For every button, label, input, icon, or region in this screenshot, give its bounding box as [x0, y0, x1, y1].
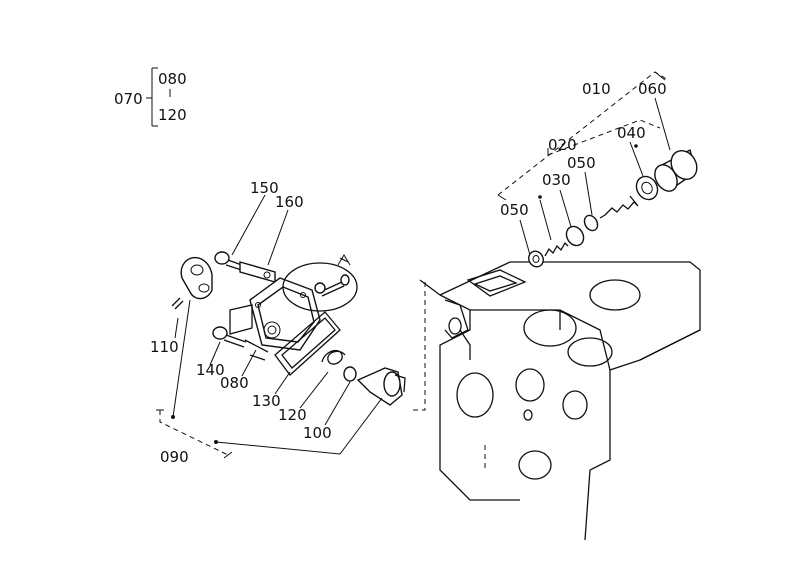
leader-block — [410, 282, 426, 411]
label-110: 110 — [150, 338, 179, 356]
leader-080 — [241, 349, 257, 377]
legend-070-group: 070 080 120 — [114, 67, 187, 127]
leader-160 — [267, 209, 289, 266]
ring-100 — [343, 366, 357, 382]
leader-090-lever — [172, 299, 191, 418]
pin-110 — [171, 297, 184, 310]
washer-050-left — [528, 250, 544, 268]
label-070-080: 080 — [158, 70, 187, 88]
label-120: 120 — [278, 406, 307, 424]
lever-110 — [180, 257, 213, 300]
leader-block-top — [419, 279, 441, 296]
shaft-090 — [356, 367, 406, 406]
label-100: 100 — [303, 424, 332, 442]
governor-cover-assembly: 150 160 110 — [150, 179, 406, 466]
label-090: 090 — [160, 448, 189, 466]
cylinder-head-block — [439, 261, 701, 541]
label-010: 010 — [582, 80, 611, 98]
leader-140 — [209, 341, 221, 366]
bracket-020 — [547, 119, 661, 156]
sleeve-060 — [654, 148, 698, 192]
label-050-left: 050 — [500, 201, 529, 219]
label-020: 020 — [548, 136, 577, 154]
leader-110 — [174, 317, 179, 339]
label-150: 150 — [250, 179, 279, 197]
label-130: 130 — [252, 392, 281, 410]
leader-040 — [629, 141, 644, 177]
leader-060 — [654, 97, 671, 151]
leader-100 — [324, 381, 351, 426]
bolt-140 — [212, 326, 247, 348]
label-080: 080 — [220, 374, 249, 392]
spring-120 — [321, 349, 346, 365]
nut-030 — [565, 225, 585, 247]
spring-030 — [544, 241, 569, 257]
leader-150 — [231, 194, 266, 256]
label-050-top: 050 — [567, 154, 596, 172]
cover-plate-080 — [229, 277, 321, 361]
leader-090-shaft — [215, 397, 383, 455]
leader-050-left — [519, 219, 531, 256]
gasket-130 — [274, 311, 341, 376]
label-070-120: 120 — [158, 106, 187, 124]
leader-120 — [299, 371, 329, 409]
leader-130 — [274, 371, 291, 395]
label-040: 040 — [617, 124, 646, 142]
legend-bracket — [146, 67, 158, 127]
detail-circle — [282, 262, 358, 312]
label-160: 160 — [275, 193, 304, 211]
nut-040 — [635, 175, 659, 201]
bracket-090 — [159, 410, 229, 456]
label-030: 030 — [542, 171, 571, 189]
screw-right — [599, 195, 639, 219]
label-060: 060 — [638, 80, 667, 98]
leader-050-top — [584, 171, 593, 216]
bolt-150 — [214, 251, 251, 273]
bracket-160 — [239, 261, 276, 283]
label-140: 140 — [196, 361, 225, 379]
leader-030 — [559, 189, 573, 231]
washer-050-top — [583, 214, 599, 232]
assembly-010: 010 060 020 040 050 030 050 — [497, 71, 698, 268]
small-nut — [314, 282, 326, 294]
label-070: 070 — [114, 90, 143, 108]
